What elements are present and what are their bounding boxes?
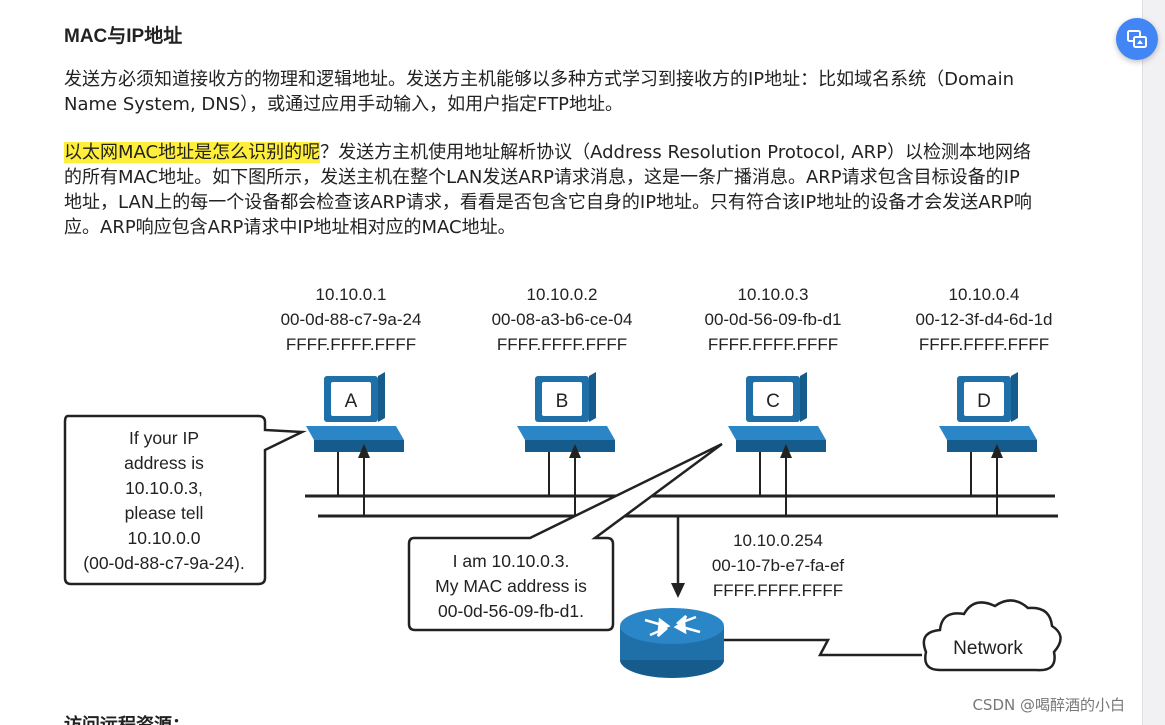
host-ip: 10.10.0.3 bbox=[738, 285, 809, 304]
scrollbar-track[interactable] bbox=[1142, 0, 1165, 725]
host-ip: 10.10.0.2 bbox=[527, 285, 598, 304]
network-cloud-icon bbox=[922, 599, 1062, 672]
next-section-heading: 访问远程资源： bbox=[64, 712, 190, 725]
section-heading: MAC与IP地址 bbox=[64, 26, 183, 47]
host-broadcast: FFFF.FFFF.FFFF bbox=[919, 335, 1049, 354]
request-line: please tell bbox=[125, 503, 204, 523]
host-computer-a: A bbox=[306, 372, 404, 516]
router-ip: 10.10.0.254 bbox=[733, 531, 823, 550]
host-ip: 10.10.0.4 bbox=[949, 285, 1020, 304]
host-label: B bbox=[556, 391, 569, 412]
paragraph-mac-ip: 发送方必须知道接收方的物理和逻辑地址。发送方主机能够以多种方式学习到接收方的IP… bbox=[64, 69, 1015, 115]
paragraph-arp: 以太网MAC地址是怎么识别的呢？发送方主机使用地址解析协议（Address Re… bbox=[64, 140, 1034, 240]
router-icon bbox=[620, 608, 724, 678]
reply-line: My MAC address is bbox=[435, 576, 587, 596]
router-broadcast: FFFF.FFFF.FFFF bbox=[713, 581, 843, 600]
host-computer-b: B bbox=[517, 372, 615, 516]
request-line: 10.10.0.3, bbox=[125, 478, 203, 498]
reply-line: 00-0d-56-09-fb-d1. bbox=[438, 601, 584, 621]
host-label: A bbox=[345, 391, 358, 412]
image-translate-icon bbox=[1127, 30, 1147, 48]
reply-line: I am 10.10.0.3. bbox=[453, 551, 570, 571]
host-broadcast: FFFF.FFFF.FFFF bbox=[286, 335, 416, 354]
watermark: CSDN @喝醉酒的小白 bbox=[972, 696, 1125, 714]
host-computer-d: D bbox=[939, 372, 1037, 516]
host-label: D bbox=[977, 391, 991, 412]
host-computer-c: C bbox=[728, 372, 826, 516]
host-mac: 00-12-3f-d4-6d-1d bbox=[915, 310, 1052, 329]
host-broadcast: FFFF.FFFF.FFFF bbox=[497, 335, 627, 354]
host-label: C bbox=[766, 391, 780, 412]
host-mac: 00-08-a3-b6-ce-04 bbox=[492, 310, 633, 329]
highlighted-question: 以太网MAC地址是怎么识别的呢 bbox=[64, 142, 321, 163]
host-mac: 00-0d-88-c7-9a-24 bbox=[281, 310, 422, 329]
host-mac: 00-0d-56-09-fb-d1 bbox=[704, 310, 841, 329]
paragraph-arp-text: ？发送方主机使用地址解析协议（Address Resolution Protoc… bbox=[64, 142, 1032, 238]
request-line: 10.10.0.0 bbox=[128, 528, 201, 548]
arp-request-bubble: If your IP address is 10.10.0.3, please tel… bbox=[63, 414, 307, 586]
host-broadcast: FFFF.FFFF.FFFF bbox=[708, 335, 838, 354]
cloud-label: Network bbox=[953, 638, 1023, 659]
arp-reply-bubble: I am 10.10.0.3. My MAC address is 00-0d-56… bbox=[407, 442, 723, 632]
request-line: (00-0d-88-c7-9a-24). bbox=[83, 553, 244, 573]
request-line: address is bbox=[124, 453, 204, 473]
host-ip: 10.10.0.1 bbox=[316, 285, 387, 304]
image-translate-button[interactable] bbox=[1116, 18, 1158, 60]
router-mac: 00-10-7b-e7-fa-ef bbox=[712, 556, 845, 575]
request-line: If your IP bbox=[129, 428, 199, 448]
